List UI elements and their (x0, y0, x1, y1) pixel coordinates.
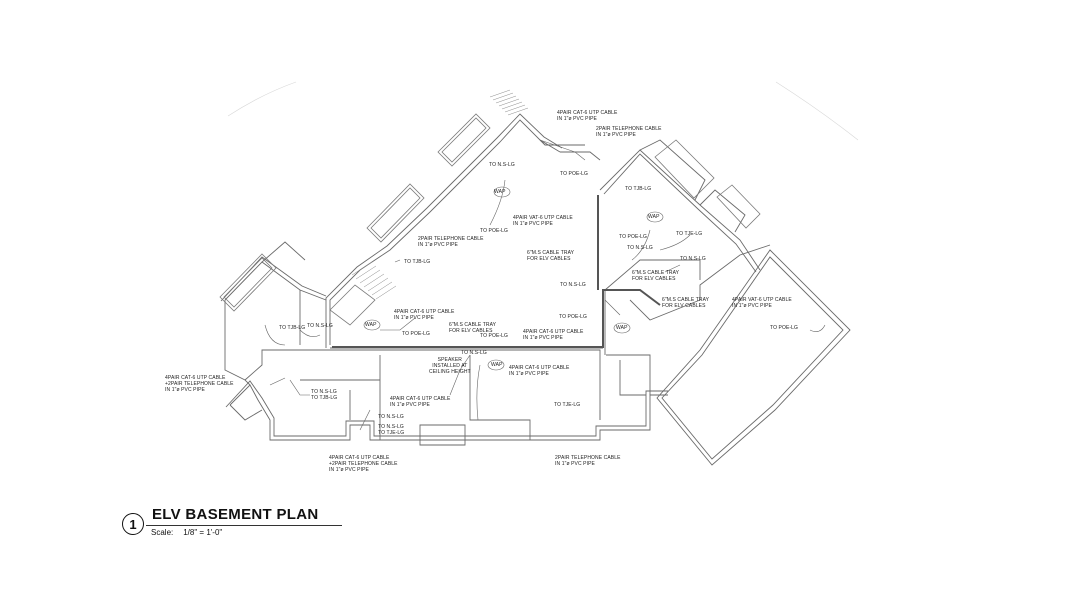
drawing-title-block: 1 ELV BASEMENT PLAN Scale: 1/8" = 1'-0" (122, 504, 352, 544)
note-to-ns-lg: TO N.S-LG (461, 350, 487, 356)
note-to-poe-lg: TO POE-LG (560, 171, 589, 177)
wap-label: WAP (648, 214, 660, 220)
note-to-poe-lg: TO POE-LG (402, 331, 431, 337)
drawing-scale: Scale: 1/8" = 1'-0" (151, 528, 222, 537)
note-cat6-telephone-bottom: 4PAIR CAT-6 UTP CABLE+2PAIR TELEPHONE CA… (329, 455, 398, 473)
note-to-ns-lg: TO N.S-LG (307, 323, 333, 329)
note-to-poe-lg: TO POE-LG (480, 333, 509, 339)
note-to-ns-lg: TO N.S-LG (560, 282, 586, 288)
wap-label: WAP (494, 189, 506, 195)
note-to-tje-lg: TO TJE-LG (676, 231, 703, 237)
stairs (351, 89, 529, 300)
note-to-ns-lg: TO POE-LG (619, 234, 648, 240)
note-to-ns-lg: TO N.S-LG (627, 245, 653, 251)
drawing-number-badge: 1 (122, 513, 144, 535)
wap-label: WAP (491, 362, 503, 368)
note-to-poe-lg: TO POE-LG (559, 314, 588, 320)
cable-runs (264, 139, 826, 431)
wap-label: WAP (616, 325, 628, 331)
wap-symbols (363, 186, 664, 371)
note-cat6-telephone-left: 4PAIR CAT-6 UTP CABLE+2PAIR TELEPHONE CA… (165, 375, 234, 393)
wap-label: WAP (365, 322, 377, 328)
note-to-poe-lg: TO POE-LG (770, 325, 799, 331)
note-to-ns-lg: TO N.S-LG (489, 162, 515, 168)
note-to-tjb-lg: TO TJB-LG (279, 325, 306, 331)
note-to-tjb-lg: TO TJB-LG (404, 259, 431, 265)
scale-label: Scale: (151, 528, 174, 537)
cable-trays (332, 195, 661, 348)
building-walls (220, 113, 851, 466)
note-to-ns-lg: TO N.S-LG (378, 414, 404, 420)
note-to-tje-lg: TO TJE-LG (554, 402, 581, 408)
window-bays (219, 113, 761, 326)
title-underline (146, 525, 342, 526)
note-to-poe-lg: TO POE-LG (480, 228, 509, 234)
note-to-tjb-lg: TO TJB-LG (625, 186, 652, 192)
drawing-title: ELV BASEMENT PLAN (152, 506, 319, 523)
scale-value: 1/8" = 1'-0" (183, 528, 223, 537)
site-arcs (227, 81, 859, 141)
note-to-ns-lg: TO N.S-LG (680, 256, 706, 262)
